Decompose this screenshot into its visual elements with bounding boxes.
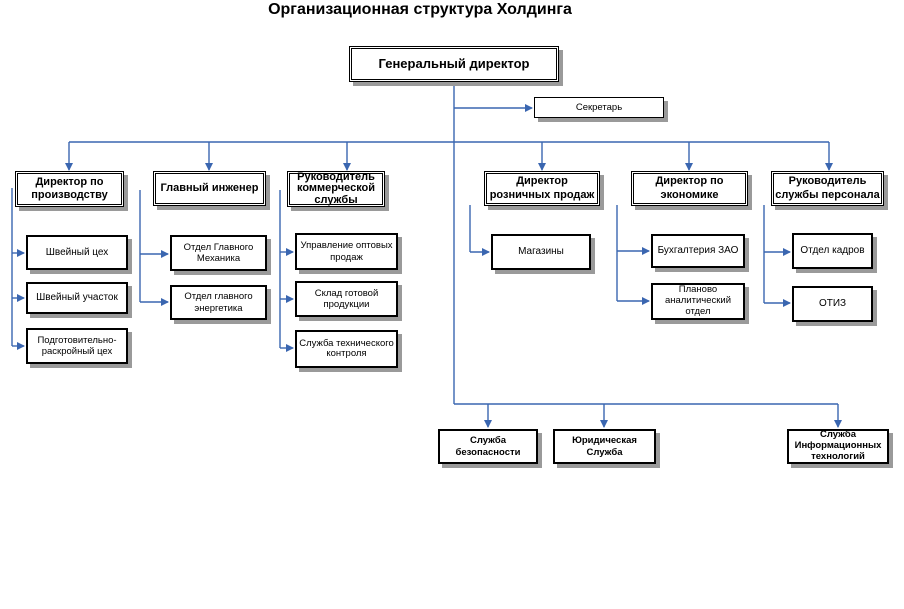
- node-accounting: Бухгалтерия ЗАО: [651, 234, 745, 268]
- node-it: Служба Информационных технологий: [787, 429, 889, 464]
- node-sewing-shop: Швейный цех: [26, 235, 128, 270]
- node-planning: Планово аналитический отдел: [651, 283, 745, 320]
- node-econ-director: Директор по экономике: [631, 171, 748, 206]
- node-hr-dept: Отдел кадров: [792, 233, 873, 269]
- node-secretary: Секретарь: [534, 97, 664, 118]
- node-ceo: Генеральный директор: [349, 46, 559, 82]
- node-quality-control: Служба технического контроля: [295, 330, 398, 368]
- node-commercial-head: Руководитель коммерческой службы: [287, 171, 385, 207]
- node-stores: Магазины: [491, 234, 591, 270]
- node-wholesale-mgmt: Управление оптовых продаж: [295, 233, 398, 270]
- node-chief-mechanic-dept: Отдел Главного Механика: [170, 235, 267, 271]
- node-retail-director: Директор розничных продаж: [484, 171, 600, 206]
- chart-title: Организационная структура Холдинга: [268, 1, 572, 18]
- node-security: Служба безопасности: [438, 429, 538, 464]
- node-legal: Юридическая Служба: [553, 429, 656, 464]
- node-prod-director: Директор по производству: [15, 171, 124, 207]
- node-finished-goods: Склад готовой продукции: [295, 281, 398, 317]
- node-sewing-section: Швейный участок: [26, 282, 128, 314]
- node-chief-energy-dept: Отдел главного энергетика: [170, 285, 267, 320]
- node-cutting-shop: Подготовительно-раскройный цех: [26, 328, 128, 364]
- node-hr-head: Руководитель службы персонала: [771, 171, 884, 206]
- node-otiz: ОТИЗ: [792, 286, 873, 322]
- node-chief-engineer: Главный инженер: [153, 171, 266, 206]
